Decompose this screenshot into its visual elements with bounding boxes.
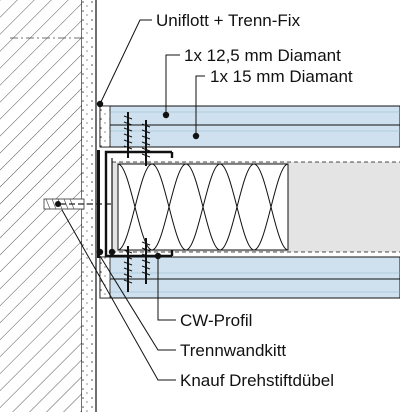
label-board-12-5: 1x 12,5 mm Diamant (184, 46, 341, 65)
leader-board-12-5 (165, 54, 180, 115)
trennwandkitt-strip (97, 150, 100, 258)
drehstiftduebel-icon (43, 198, 112, 210)
leader-cw-profil (157, 256, 176, 321)
label-uniflott: Uniflott + Trenn-Fix (156, 11, 301, 30)
insulation-core (112, 161, 400, 253)
leader-uniflott (99, 19, 152, 105)
label-duebel: Knauf Drehstiftdübel (180, 371, 334, 390)
label-cw-profil: CW-Profil (180, 311, 252, 330)
leader-lines (61, 19, 205, 381)
screw-icon (123, 246, 133, 292)
cw-profile (104, 150, 174, 258)
label-board-15: 1x 15 mm Diamant (210, 67, 353, 86)
leader-duebel (61, 209, 176, 381)
screw-icon (123, 112, 133, 158)
leader-trennwandkitt (99, 255, 176, 351)
label-trennwandkitt: Trennwandkitt (180, 341, 286, 360)
screw-icon (141, 120, 151, 166)
screw-icon (141, 238, 151, 284)
screws (123, 112, 151, 292)
leader-board-15 (195, 75, 205, 136)
plaster-layer (82, 0, 97, 412)
callout-dots (96, 100, 200, 260)
